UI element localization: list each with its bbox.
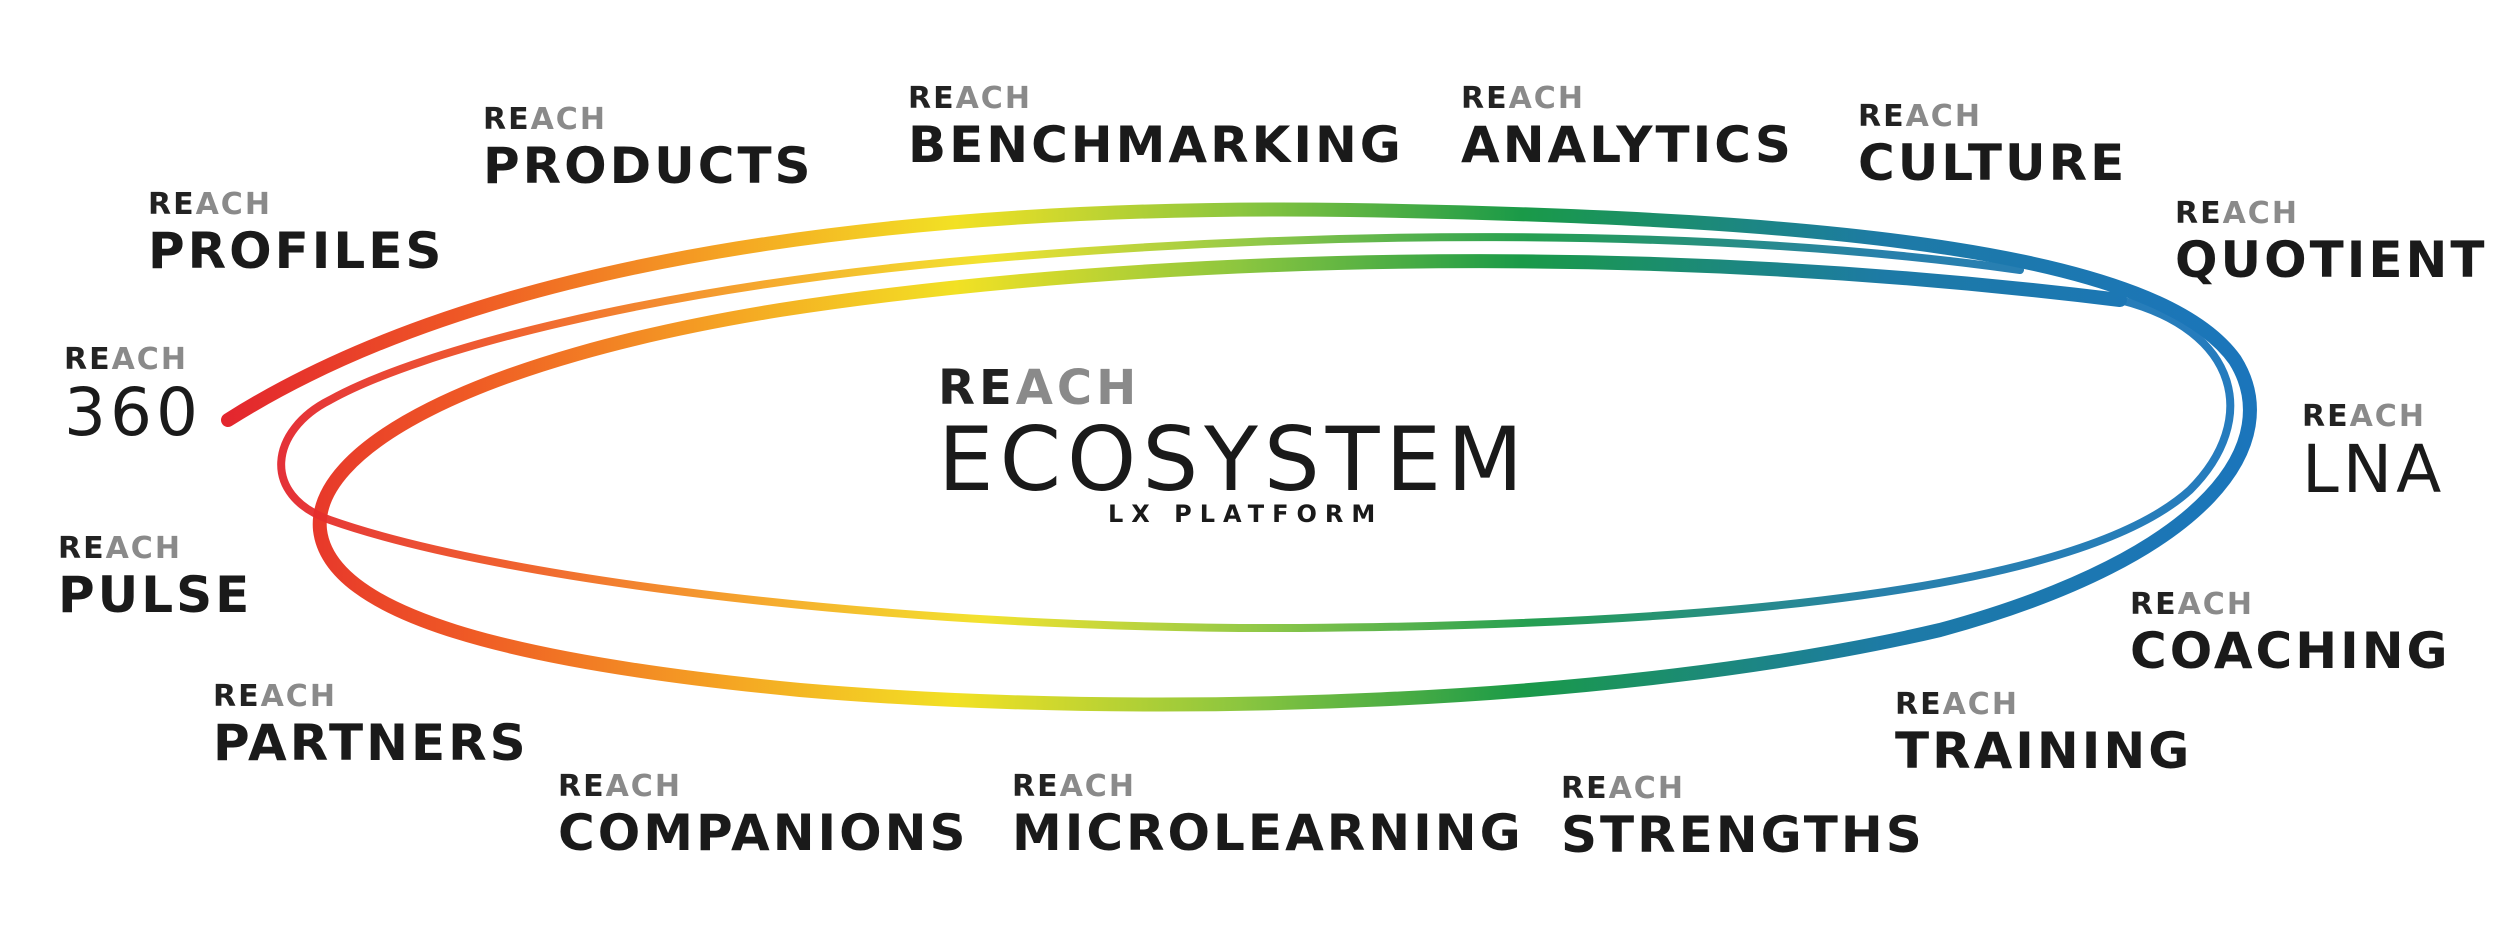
module-coaching: REACH COACHING <box>2130 587 2451 681</box>
module-strengths: REACH STRENGTHS <box>1561 771 1925 865</box>
module-360: REACH 360 <box>64 343 202 449</box>
module-name: ANALYTICS <box>1461 116 1794 174</box>
module-products: REACH PRODUCTS <box>483 102 814 196</box>
module-analytics: REACH ANALYTICS <box>1461 81 1794 175</box>
ecosystem-center-logo: REACH ECOSYSTEM LX PLATFORM <box>938 362 1529 528</box>
module-brand: REACH <box>1012 769 1136 804</box>
module-name: LNA <box>2302 431 2446 508</box>
module-name: QUOTIENT <box>2175 231 2488 289</box>
center-brand-ach: ACH <box>1015 360 1141 416</box>
loop-stroke-inner <box>277 233 2235 633</box>
module-brand: REACH <box>1561 771 1685 806</box>
center-brand-re: RE <box>938 360 1016 416</box>
module-brand: REACH <box>148 187 272 222</box>
module-name: BENCHMARKING <box>908 116 1404 174</box>
module-brand: REACH <box>58 531 182 566</box>
module-name: PULSE <box>58 566 253 624</box>
module-brand: REACH <box>64 342 188 377</box>
module-name: PRODUCTS <box>483 137 814 195</box>
module-name: TRAINING <box>1895 722 2193 780</box>
module-name: PROFILES <box>148 222 445 280</box>
module-brand: REACH <box>483 102 607 137</box>
module-brand: REACH <box>908 81 1032 116</box>
module-culture: REACH CULTURE <box>1858 99 2128 193</box>
loop-stroke-outer <box>221 202 2257 712</box>
module-companions: REACH COMPANIONS <box>558 769 969 863</box>
module-brand: REACH <box>2130 587 2254 622</box>
module-microlearning: REACH MICROLEARNING <box>1012 769 1524 863</box>
center-brand-mark: REACH <box>938 362 1529 414</box>
module-profiles: REACH PROFILES <box>148 187 445 281</box>
module-brand: REACH <box>1895 687 2019 722</box>
module-brand: REACH <box>213 679 337 714</box>
module-brand: REACH <box>558 769 682 804</box>
module-benchmarking: REACH BENCHMARKING <box>908 81 1404 175</box>
module-name: 360 <box>64 374 202 451</box>
module-name: PARTNERS <box>213 714 529 772</box>
module-brand: REACH <box>1858 99 1982 134</box>
module-name: CULTURE <box>1858 134 2128 192</box>
module-name: COACHING <box>2130 622 2451 680</box>
center-title: ECOSYSTEM <box>938 408 1530 511</box>
module-quotient: REACH QUOTIENT <box>2175 196 2488 290</box>
module-brand: REACH <box>2302 399 2426 434</box>
module-name: STRENGTHS <box>1561 806 1925 864</box>
module-pulse: REACH PULSE <box>58 531 253 625</box>
module-partners: REACH PARTNERS <box>213 679 529 773</box>
module-name: MICROLEARNING <box>1012 804 1524 862</box>
module-lna: REACH LNA <box>2302 400 2445 506</box>
module-brand: REACH <box>1461 81 1585 116</box>
center-subtitle: LX PLATFORM <box>1108 500 1384 528</box>
module-name: COMPANIONS <box>558 804 969 862</box>
module-brand: REACH <box>2175 196 2299 231</box>
module-training: REACH TRAINING <box>1895 687 2193 781</box>
